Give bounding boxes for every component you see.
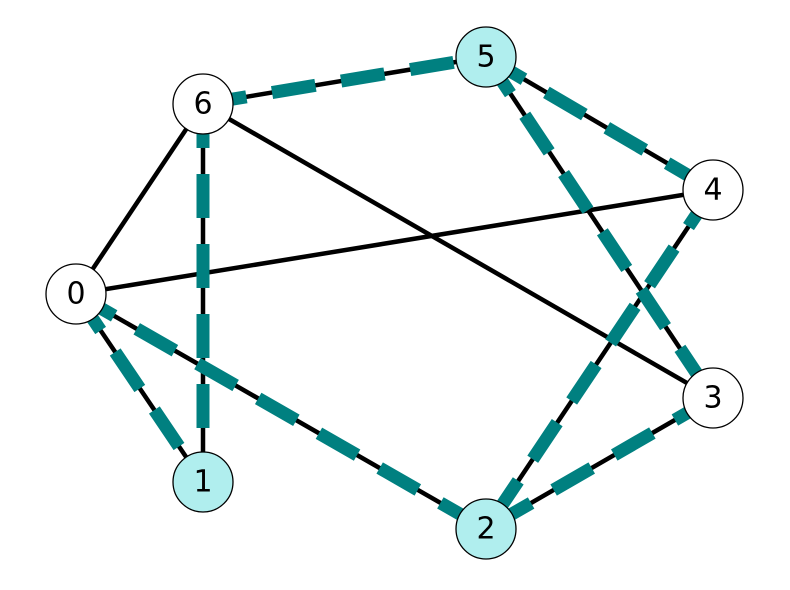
node-label-0: 0: [66, 277, 85, 312]
node-circle-5: [455, 26, 517, 88]
edges-layer: [70, 50, 719, 535]
node-circle-6: [172, 73, 234, 135]
edge-0-6: [74, 102, 205, 296]
node-circle-1: [172, 451, 234, 513]
highlighted-edge-0-1: [70, 290, 209, 486]
highlighted-edge-3-2: [482, 392, 717, 535]
node-4: 4: [682, 159, 744, 221]
node-5: 5: [455, 26, 517, 88]
node-label-6: 6: [193, 87, 212, 122]
node-label-2: 2: [476, 512, 495, 547]
edge-4-2: [484, 188, 715, 531]
node-3: 3: [682, 367, 744, 429]
highlighted-edge-5-4: [482, 51, 717, 196]
node-circle-4: [682, 159, 744, 221]
node-0: 0: [45, 263, 107, 325]
node-6: 6: [172, 73, 234, 135]
node-label-1: 1: [193, 465, 212, 500]
highlighted-edge-6-5: [201, 50, 488, 111]
node-label-3: 3: [703, 381, 722, 416]
nodes-layer: 0 1 2 3 4 5 6: [45, 26, 744, 560]
node-circle-0: [45, 263, 107, 325]
node-2: 2: [455, 498, 517, 560]
node-label-4: 4: [703, 173, 722, 208]
edge-5-3: [484, 55, 715, 400]
highlighted-edge-0-2: [72, 288, 490, 535]
edge-6-3: [201, 102, 715, 400]
node-1: 1: [172, 451, 234, 513]
node-label-5: 5: [476, 40, 495, 75]
edge-0-4: [75, 187, 714, 297]
node-circle-3: [682, 367, 744, 429]
node-circle-2: [455, 498, 517, 560]
